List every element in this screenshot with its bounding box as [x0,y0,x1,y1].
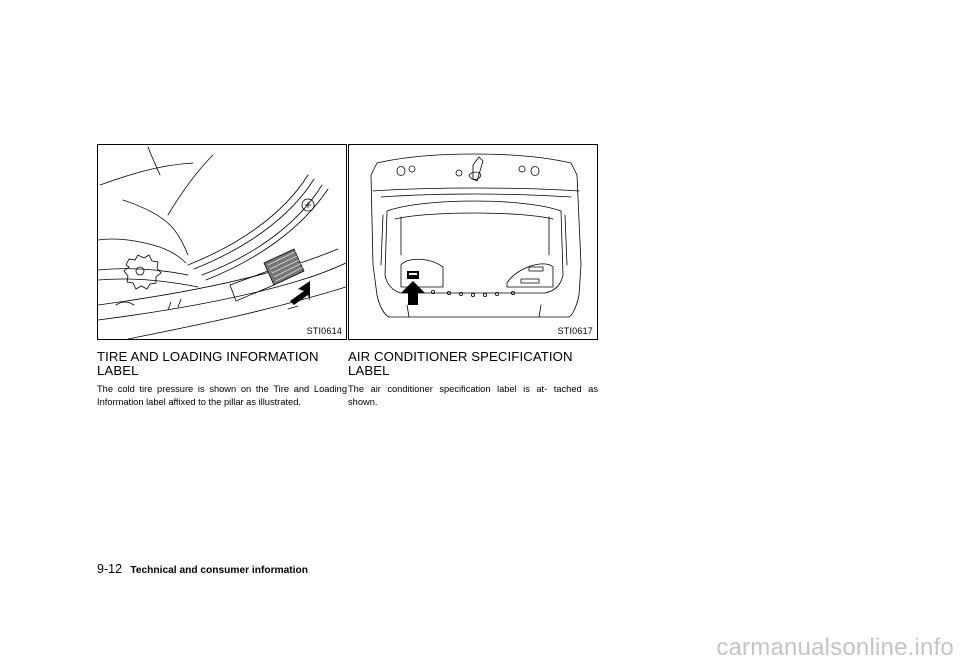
section-title: Technical and consumer information [130,565,308,576]
tire-label-figure: STI0614 [97,144,347,340]
figure-code: STI0614 [306,326,342,336]
figure-code: STI0617 [557,326,593,336]
hood-underside-illustration [370,153,582,318]
section-paragraph: The air conditioner specification label … [348,384,598,407]
page-number: 9-12 [97,562,123,576]
right-column: STI0617 AIR CONDITIONER SPECIFICATION LA… [348,144,598,408]
section-heading: AIR CONDITIONER SPECIFICATION LABEL [348,349,573,378]
left-column: STI0614 TIRE AND LOADING INFORMATION LAB… [97,144,347,408]
watermark: carmanualsonline.info [716,634,954,661]
section-heading: TIRE AND LOADING INFORMATION LABEL [97,349,319,378]
page-footer: 9-12 Technical and consumer information [97,562,308,576]
section-paragraph: The cold tire pressure is shown on the T… [97,384,347,407]
door-pillar-illustration [98,146,346,339]
ac-label-figure: STI0617 [348,144,598,340]
